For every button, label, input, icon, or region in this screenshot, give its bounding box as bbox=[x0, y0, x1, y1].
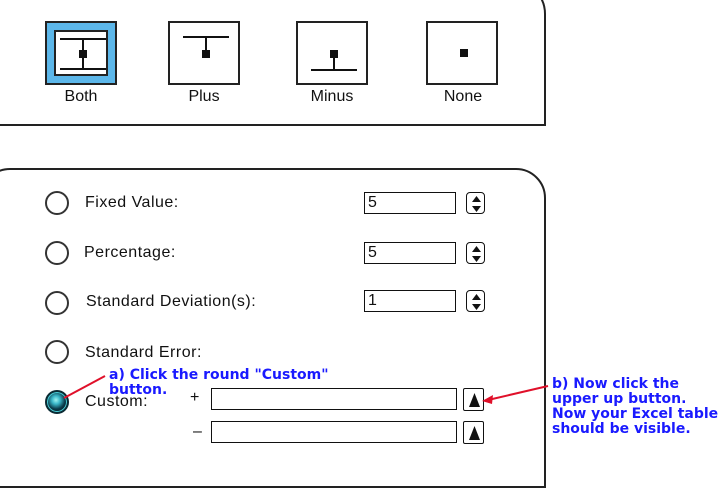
fixed-value-stepper[interactable] bbox=[466, 192, 485, 214]
error-bar-none-icon bbox=[460, 49, 468, 57]
plus-style-label: Plus bbox=[188, 88, 220, 105]
annotation-a: a) Click the round "Custom" button. bbox=[109, 367, 329, 398]
up-arrow-icon bbox=[469, 426, 480, 440]
minus-style-button[interactable] bbox=[296, 21, 368, 85]
none-style-button[interactable] bbox=[426, 21, 498, 85]
percentage-label: Percentage: bbox=[84, 244, 176, 261]
custom-plus-field[interactable] bbox=[211, 388, 457, 410]
up-arrow-icon bbox=[469, 393, 480, 407]
percentage-radio[interactable] bbox=[45, 241, 69, 265]
custom-minus-field[interactable] bbox=[211, 421, 457, 443]
custom-radio[interactable] bbox=[45, 390, 69, 414]
std-dev-radio[interactable] bbox=[45, 291, 69, 315]
plus-style-button[interactable] bbox=[168, 21, 240, 85]
std-dev-field[interactable]: 1 bbox=[364, 290, 456, 312]
custom-minus-range-button[interactable] bbox=[463, 421, 484, 444]
error-bar-plus-icon bbox=[183, 36, 229, 58]
custom-plus-range-button[interactable] bbox=[463, 388, 484, 411]
both-style-button[interactable] bbox=[45, 21, 117, 85]
minus-style-label: Minus bbox=[310, 88, 354, 105]
none-style-label: None bbox=[443, 88, 483, 105]
fixed-value-radio[interactable] bbox=[45, 191, 69, 215]
both-style-label: Both bbox=[64, 88, 98, 105]
percentage-stepper[interactable] bbox=[466, 242, 485, 264]
fixed-value-label: Fixed Value: bbox=[85, 194, 179, 211]
fixed-value-field[interactable]: 5 bbox=[364, 192, 456, 214]
std-error-radio[interactable] bbox=[45, 340, 69, 364]
percentage-field[interactable]: 5 bbox=[364, 242, 456, 264]
annotation-b: b) Now click the upper up button. Now yo… bbox=[552, 376, 719, 437]
std-dev-label: Standard Deviation(s): bbox=[86, 293, 257, 310]
std-dev-stepper[interactable] bbox=[466, 290, 485, 312]
error-bar-minus-icon bbox=[311, 50, 357, 71]
std-error-label: Standard Error: bbox=[85, 344, 202, 361]
error-bar-both-icon bbox=[54, 30, 108, 76]
minus-sign: – bbox=[193, 423, 202, 440]
plus-sign: + bbox=[190, 389, 200, 406]
